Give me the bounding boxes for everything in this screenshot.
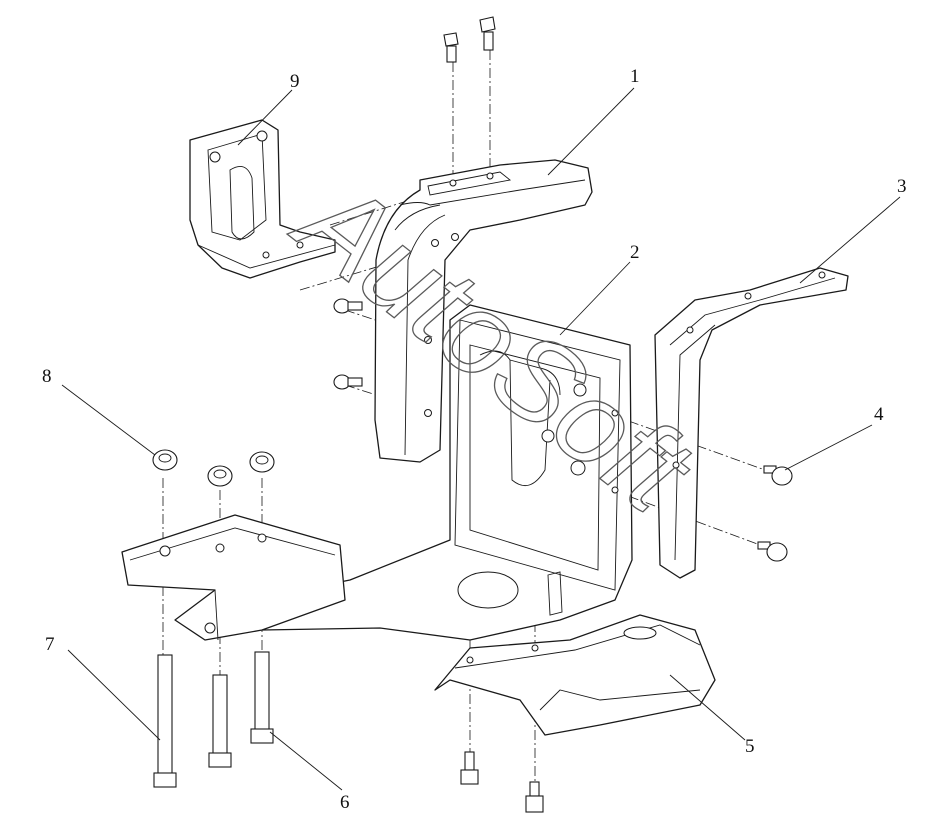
bolt-top-right [479,16,496,51]
bolt-part-4-lower [757,541,788,562]
nut-1 [152,449,178,471]
bracket-part-3 [654,267,849,579]
callout-4: 4 [874,404,884,425]
bolt-top-left [443,32,459,63]
bracket-part-2 [249,304,633,641]
base-channel [121,514,346,641]
bolt-side-upper [333,298,363,314]
bolt-bottom-left [460,751,479,785]
bracket-part-1 [374,159,593,463]
long-bolt-1 [153,654,177,788]
long-bolt-3 [250,651,274,744]
callout-8: 8 [42,366,52,387]
bolt-side-lower [333,374,363,390]
bracket-part-9 [189,119,336,279]
leader-lines [61,87,901,791]
nut-2 [207,465,233,487]
callout-7: 7 [45,634,55,655]
bolt-bottom-right [525,781,544,813]
bolt-part-4-upper [763,465,793,486]
callout-6: 6 [340,792,350,813]
callouts: 1 2 3 4 5 6 7 8 9 [42,66,907,813]
long-bolt-2 [208,674,232,768]
fasteners [152,16,793,813]
callout-5: 5 [745,736,755,757]
callout-9: 9 [290,71,300,92]
callout-3: 3 [897,176,907,197]
bracket-part-5 [434,614,716,736]
nut-3 [249,451,275,473]
callout-1: 1 [630,66,640,87]
callout-2: 2 [630,242,640,263]
